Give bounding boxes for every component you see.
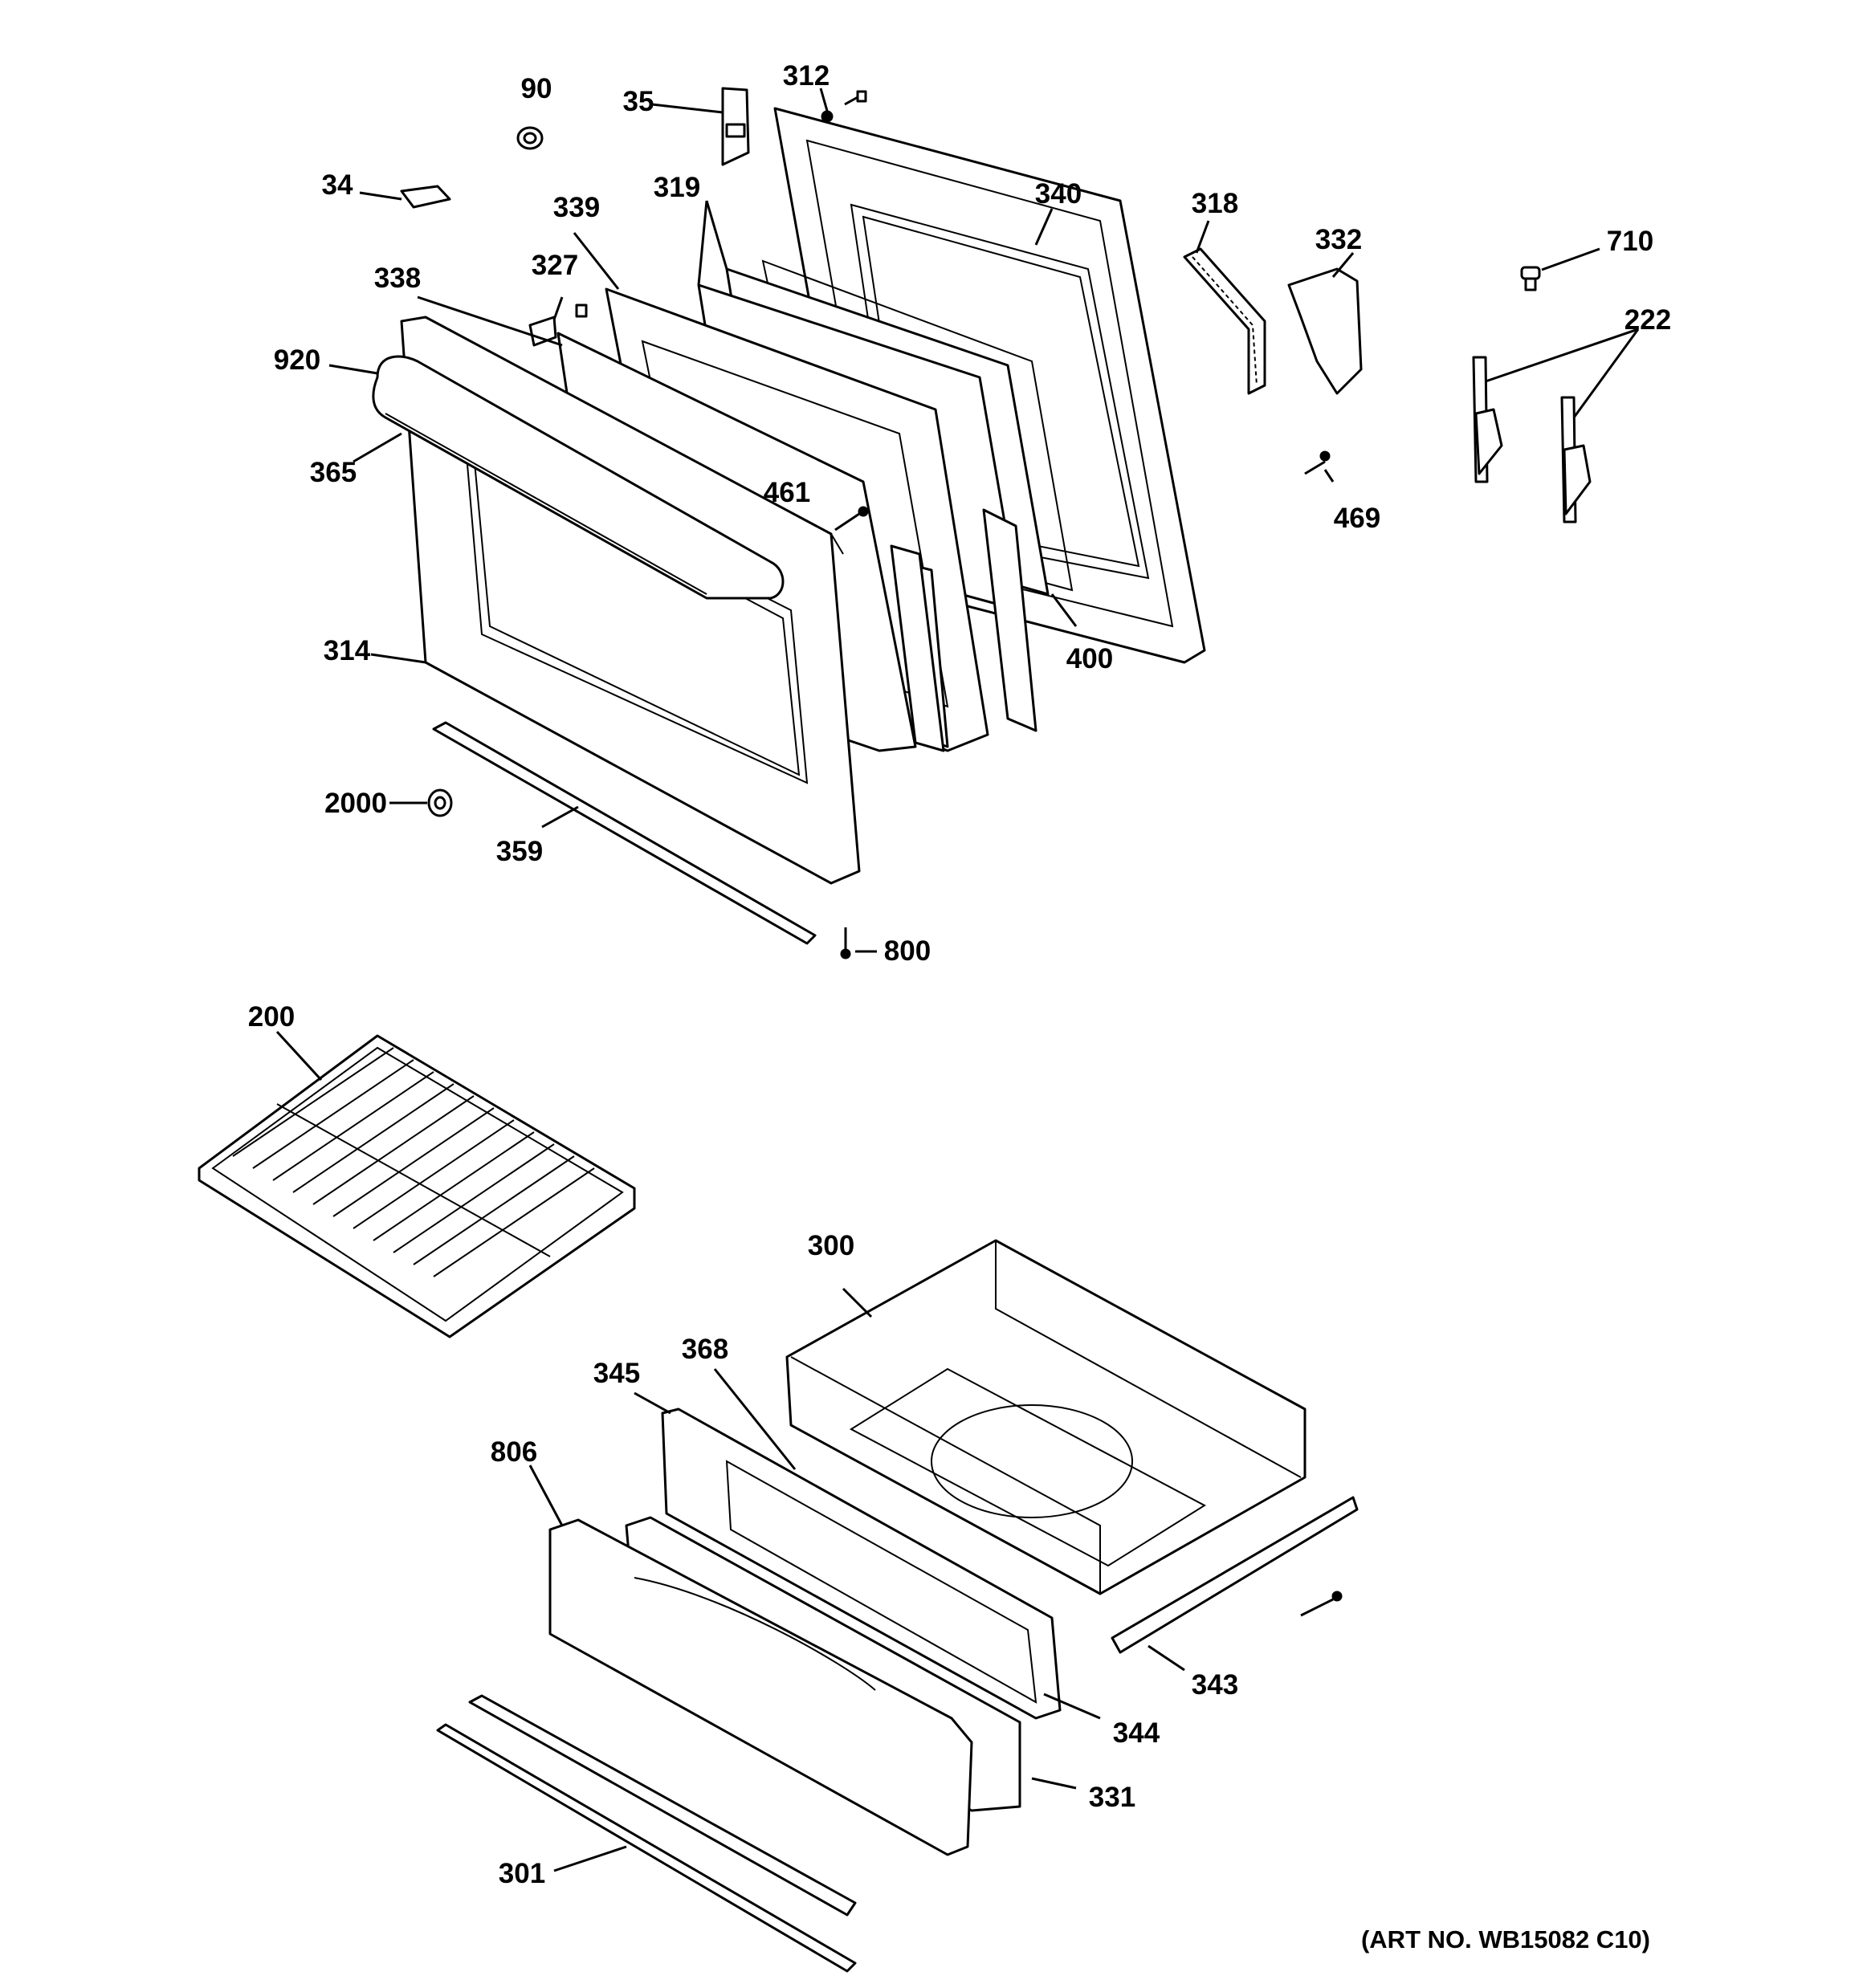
- part-800: [840, 927, 851, 959]
- part-710: [1520, 266, 1541, 291]
- callout-338: 338: [374, 263, 421, 294]
- callout-200: 200: [248, 1001, 295, 1033]
- part-drawer-front-806: [548, 1518, 973, 1856]
- part-rail-screw: [1300, 1591, 1343, 1617]
- callout-300: 300: [808, 1230, 854, 1261]
- part-222-right: [1560, 396, 1592, 523]
- part-461: [834, 506, 869, 532]
- part-oven-rack-200: [198, 1034, 636, 1338]
- callout-345: 345: [593, 1358, 640, 1389]
- part-469: [1304, 450, 1331, 475]
- callout-365: 365: [310, 457, 357, 488]
- part-90: [516, 126, 544, 150]
- callout-359: 359: [496, 836, 543, 867]
- callout-343: 343: [1192, 1669, 1238, 1701]
- callout-800: 800: [884, 935, 931, 967]
- callout-312: 312: [783, 60, 830, 92]
- part-34: [400, 185, 451, 209]
- callout-327: 327: [532, 250, 578, 281]
- part-drawer-slides-301: [436, 1694, 857, 1973]
- callout-34: 34: [322, 169, 353, 201]
- callout-332: 332: [1315, 224, 1362, 255]
- part-drawer-liner-345: [661, 1407, 1062, 1720]
- part-222-left: [1472, 356, 1503, 483]
- part-318: [1183, 247, 1266, 395]
- part-35: [721, 87, 750, 166]
- callout-340: 340: [1035, 178, 1082, 210]
- part-drawer-rail-343: [1111, 1496, 1359, 1654]
- callout-314: 314: [324, 635, 371, 666]
- part-359: [432, 721, 817, 945]
- callout-469: 469: [1334, 503, 1380, 534]
- callout-920: 920: [274, 344, 320, 376]
- part-drawer-box-300: [785, 1239, 1306, 1595]
- callout-344: 344: [1113, 1717, 1160, 1749]
- art-number: (ART NO. WB15082 C10): [1361, 1925, 1650, 1953]
- callout-90: 90: [521, 73, 552, 104]
- callout-806: 806: [491, 1436, 537, 1468]
- callout-400: 400: [1066, 643, 1113, 674]
- callout-2000: 2000: [324, 788, 387, 819]
- part-327: [528, 303, 588, 347]
- part-332: [1287, 267, 1363, 395]
- part-312: [821, 90, 867, 123]
- callout-331: 331: [1089, 1782, 1135, 1813]
- callout-301: 301: [499, 1858, 545, 1889]
- callout-319: 319: [654, 172, 700, 203]
- callout-35: 35: [623, 86, 654, 117]
- callout-222: 222: [1624, 304, 1671, 336]
- leader-lines: [275, 88, 1640, 1872]
- part-handle-920: [372, 355, 785, 600]
- callout-710: 710: [1607, 226, 1653, 257]
- callout-339: 339: [553, 192, 600, 223]
- callout-318: 318: [1192, 188, 1238, 219]
- part-2000: [427, 788, 453, 817]
- callout-368: 368: [682, 1334, 728, 1365]
- callout-461: 461: [764, 477, 810, 508]
